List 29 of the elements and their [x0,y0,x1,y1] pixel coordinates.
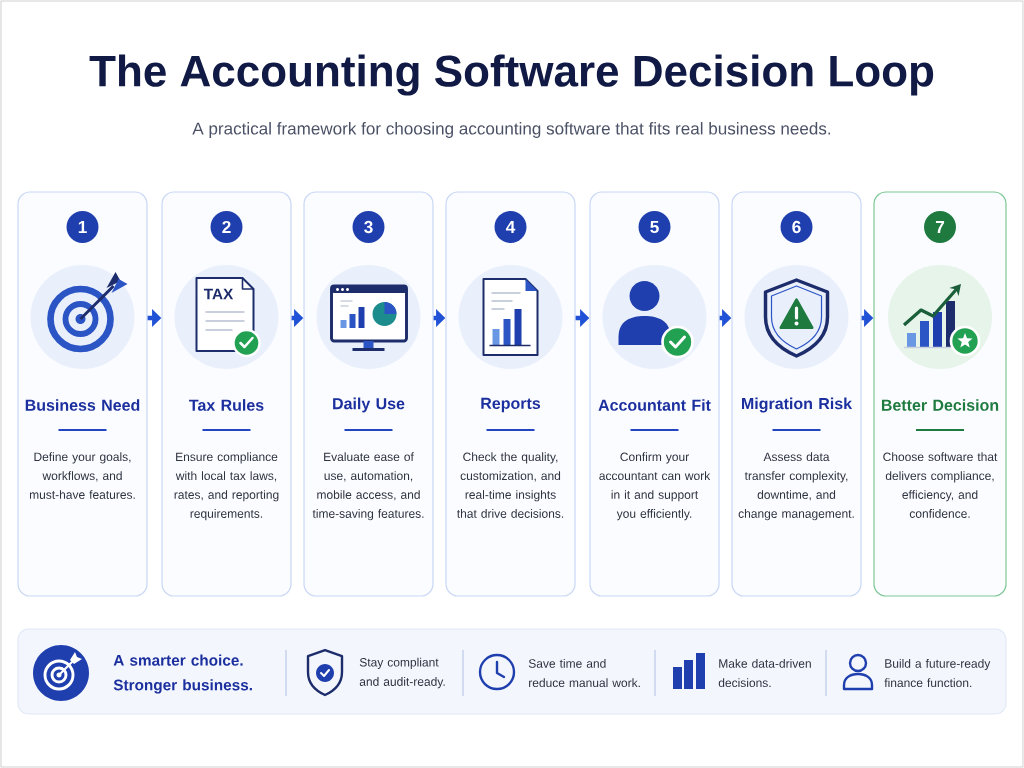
step-description: Evaluate ease of use, automation, mobile access, and time-saving features. [312,452,424,521]
step-title: Migration Risk [742,397,853,413]
step-number-badge: 5 [638,211,671,243]
step-title: Daily Use [333,397,405,413]
benefit-text: Make data-driven decisions. [718,658,811,688]
step-title: Business Need [25,399,140,411]
tagline: A smarter choice. Stronger business. [113,654,252,694]
step-number-badge: 6 [780,211,813,243]
benefit-text: Build a future-ready finance function. [884,658,991,688]
step-number-badge: 2 [210,211,243,243]
step-description: Choose software that delivers compliance, efficiency, and confidence. [883,452,998,518]
benefit-text: Save time and reduce manual work. [528,658,640,688]
step-title: Better Decision [881,399,999,411]
step-title: Reports [481,397,541,413]
title: The Accounting Software Decision Loop [89,54,934,96]
step-number-badge: 1 [66,211,99,243]
step-description: Confirm your accountant can work in it and support you efficiently. [599,452,711,521]
step-title: Tax Rules [189,399,264,411]
step-number-badge: 7 [924,211,956,243]
step-description: Define your goals, workflows, and must-have features. [29,452,135,499]
step-description: Assess data transfer complexity, downtime, and change management. [738,452,854,521]
step-title: Accountant Fit [598,399,711,411]
step-description: Ensure compliance with local tax laws, rates, and reporting requirements. [174,452,279,521]
step-number-badge: 4 [494,211,527,243]
benefit-text: Stay compliant and audit-ready. [359,657,445,689]
step-number-badge: 3 [352,211,385,243]
step-description: Check the quality, customization, and real-time insights that drive decisions. [457,452,564,518]
icon-text: TAX [203,288,234,300]
subtitle: A practical framework for choosing accounting software that fits real business needs. [192,122,831,138]
